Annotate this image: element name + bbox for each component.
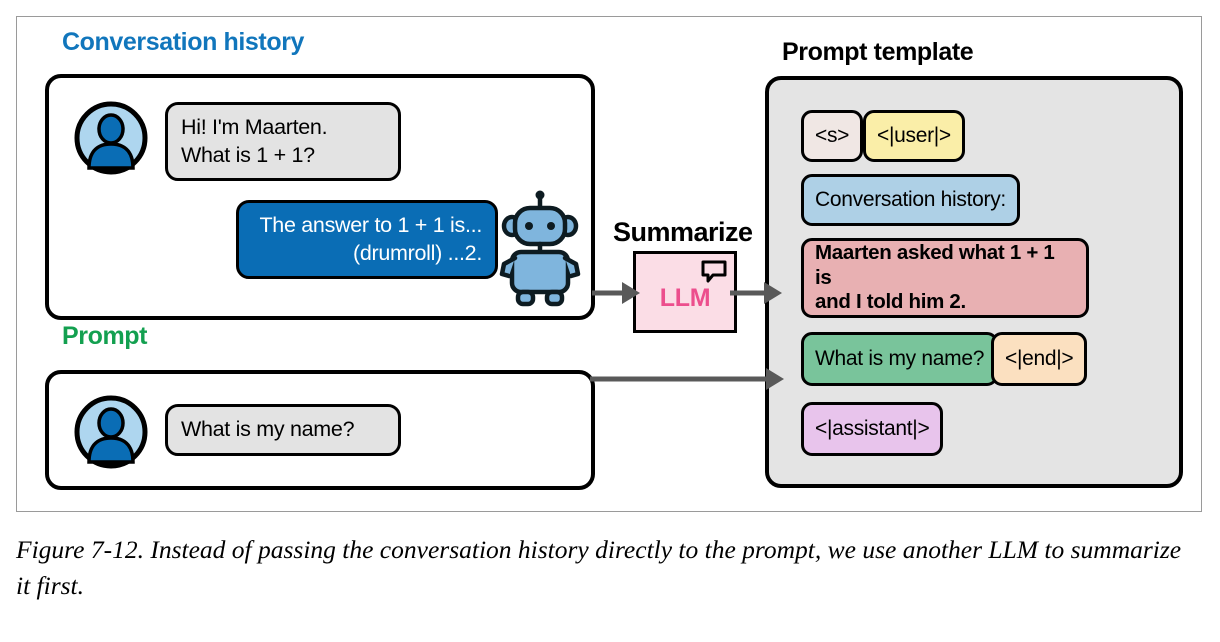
- chat-bubble-user-greeting: Hi! I'm Maarten. What is 1 + 1?: [165, 102, 401, 182]
- arrow-llm-to-summary: [730, 282, 782, 304]
- robot-icon: [499, 190, 581, 307]
- token-bos: <s>: [801, 110, 864, 162]
- arrow-history-to-llm: [592, 282, 640, 304]
- chat-bubble-assistant-answer: The answer to 1 + 1 is... (drumroll) ...…: [236, 200, 498, 280]
- prompt-template-panel: <s> <|user|> Conversation history: Maart…: [765, 76, 1183, 488]
- token-conversation-history: Conversation history:: [801, 174, 1020, 226]
- user-avatar-icon: [74, 101, 148, 175]
- speech-bubble-icon: [701, 260, 727, 283]
- prompt-panel: What is my name?: [45, 370, 595, 490]
- figure-caption: Figure 7-12. Instead of passing the conv…: [16, 535, 1182, 601]
- user-avatar-icon: [74, 395, 148, 469]
- chat-bubble-user-question: What is my name?: [165, 404, 401, 456]
- arrow-prompt-to-token: [590, 368, 784, 390]
- prompt-label: Prompt: [62, 322, 148, 350]
- token-user: <|user|>: [863, 110, 965, 162]
- summarize-label: Summarize: [613, 217, 753, 247]
- summarize-llm-box: LLM: [633, 251, 737, 333]
- token-summary-text: Maarten asked what 1 + 1 is and I told h…: [801, 238, 1089, 318]
- conversation-history-label: Conversation history: [62, 28, 305, 56]
- llm-label: LLM: [659, 284, 711, 312]
- token-assistant: <|assistant|>: [801, 402, 944, 456]
- conversation-history-panel: Hi! I'm Maarten. What is 1 + 1? The answ…: [45, 74, 595, 320]
- prompt-template-label: Prompt template: [782, 38, 974, 66]
- token-user-prompt: What is my name?: [801, 332, 999, 386]
- token-end: <|end|>: [991, 332, 1088, 386]
